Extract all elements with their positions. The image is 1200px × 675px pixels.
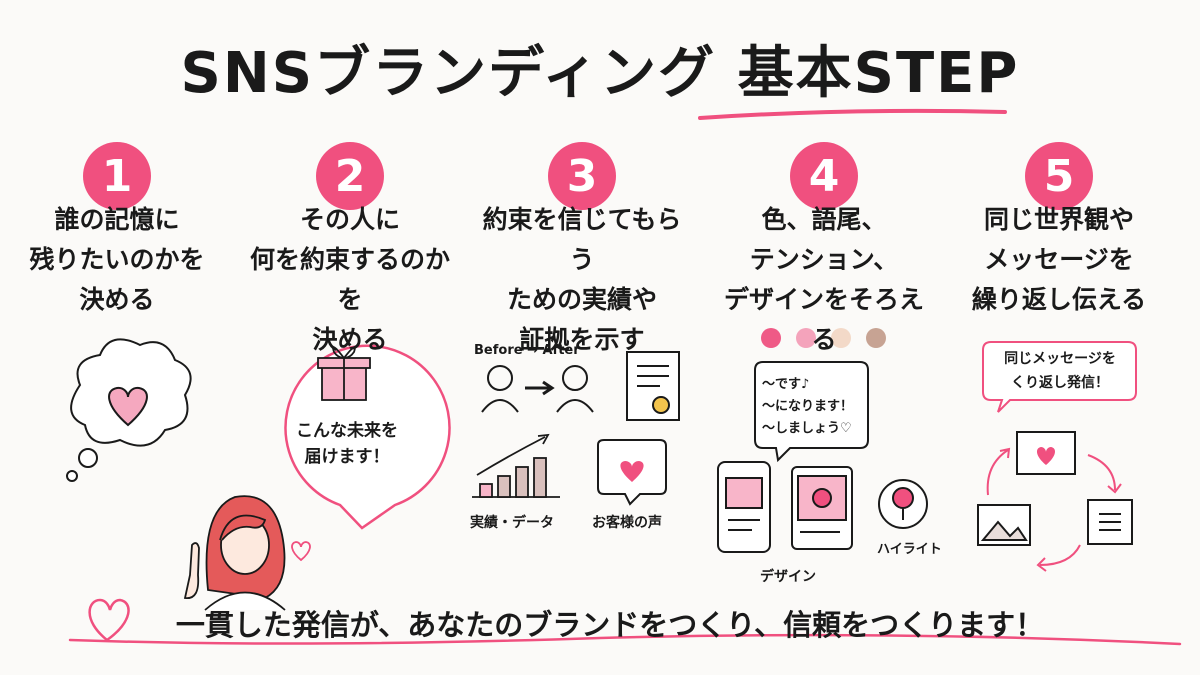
- post-mockup-icon: [791, 466, 853, 550]
- step-number-3: 3: [548, 142, 616, 210]
- heart-message-icon: [1016, 431, 1076, 475]
- highlight-label: ハイライト: [877, 542, 942, 557]
- footer-message: 一貫した発信が、あなたのブランドをつくり、信頼をつくります！: [175, 608, 1045, 642]
- speech-heart-icon: [597, 439, 667, 506]
- color-swatch-3: [831, 328, 851, 348]
- phone-mockup-icon: [717, 461, 771, 553]
- speech-bubble-4: [754, 361, 869, 463]
- step-text-3: 約束を信じてもらう ための実績や 証拠を示す: [482, 205, 682, 354]
- step5-bubble-text: 同じメッセージを くり返し発信！: [1004, 351, 1116, 391]
- certificate-icon: [626, 351, 680, 421]
- before-after-label: Before → After: [474, 343, 580, 358]
- footer-underline: [68, 633, 1182, 646]
- flower-highlight-icon: [878, 479, 928, 529]
- person-before-icon: [481, 365, 519, 413]
- step2-bubble-text: こんな未来を 届けます！: [296, 421, 398, 467]
- step-text-5: 同じ世界観や メッセージを 繰り返し伝える: [971, 205, 1147, 314]
- title-underline: [698, 108, 1007, 120]
- heart-icon: [108, 386, 148, 427]
- step-number-5: 5: [1025, 142, 1093, 210]
- arrow-right-icon: [525, 380, 555, 396]
- gift-icon: [317, 346, 371, 401]
- footer-heart-icon: [88, 598, 130, 642]
- color-swatch-4: [866, 328, 886, 348]
- step-text-2: その人に 何を約束するのかを 決める: [249, 205, 450, 354]
- step-text-4: 色、語尾、 テンション、 デザインをそろえる: [723, 205, 924, 354]
- small-heart-icon: [291, 541, 311, 562]
- step-number-4: 4: [790, 142, 858, 210]
- color-swatch-1: [761, 328, 781, 348]
- voice-label: お客様の声: [592, 515, 662, 531]
- data-label: 実績・データ: [470, 515, 554, 531]
- document-icon: [1087, 499, 1133, 545]
- step-number-1: 1: [83, 142, 151, 210]
- design-label: デザイン: [760, 569, 816, 585]
- color-swatch-2: [796, 328, 816, 348]
- step4-speech-text: ～です♪ ～になります！ ～しましょう♡: [762, 377, 854, 436]
- person-after-icon: [556, 365, 594, 413]
- step-number-2: 2: [316, 142, 384, 210]
- image-icon: [977, 504, 1031, 546]
- speech-bubble-5: [982, 341, 1137, 413]
- step-text-1: 誰の記憶に 残りたいのかを 決める: [29, 205, 205, 314]
- cycle-arrows-icon: [986, 447, 1122, 572]
- woman-pointing-icon: [183, 495, 286, 611]
- growth-bar-chart-icon: [472, 433, 560, 498]
- page-title: SNSブランディング 基本STEP: [180, 41, 1020, 106]
